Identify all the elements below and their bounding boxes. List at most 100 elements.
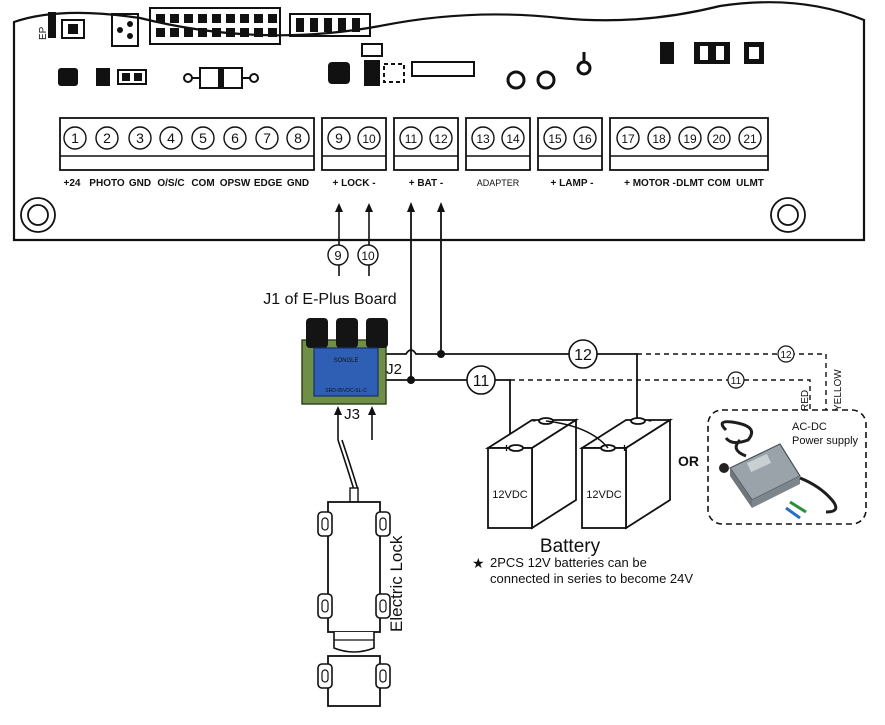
terminal-number: 3 bbox=[136, 130, 144, 146]
battery1-plus-sign: + bbox=[503, 441, 510, 455]
terminal-21: 21 bbox=[738, 126, 762, 150]
battery-title: Battery bbox=[540, 536, 601, 557]
terminal-19: 19 bbox=[678, 126, 702, 150]
svg-text:11: 11 bbox=[731, 376, 742, 387]
j3-label: J3 bbox=[344, 406, 360, 423]
terminal-12: 12 bbox=[429, 126, 453, 150]
label-com-2: COM bbox=[707, 178, 730, 189]
terminal-number: 2 bbox=[103, 130, 111, 146]
label-photo: PHOTO bbox=[89, 178, 125, 189]
junction-11 bbox=[407, 376, 415, 384]
terminal-number: 5 bbox=[199, 130, 207, 146]
terminal-number: 19 bbox=[683, 132, 697, 146]
terminal-number: 11 bbox=[405, 132, 418, 146]
terminal-5: 5 bbox=[191, 126, 215, 150]
power-supply-adapter bbox=[719, 420, 838, 520]
wire-tag-11-dashed: 11 bbox=[727, 371, 745, 389]
terminal-3: 3 bbox=[128, 126, 152, 150]
battery-pack bbox=[484, 417, 674, 530]
terminal-number: 12 bbox=[434, 132, 448, 146]
label-dlmt: DLMT bbox=[676, 178, 704, 189]
terminal-17: 17 bbox=[616, 126, 640, 150]
terminal-15: 15 bbox=[543, 126, 567, 150]
svg-text:10: 10 bbox=[361, 249, 375, 263]
label-opsw: OPSW bbox=[220, 178, 251, 189]
battery-note-line-2: connected in series to become 24V bbox=[490, 571, 693, 586]
terminal-4: 4 bbox=[159, 126, 183, 150]
junction-12 bbox=[437, 350, 445, 358]
label-motor: + MOTOR - bbox=[624, 178, 676, 189]
terminal-number: 9 bbox=[335, 130, 343, 146]
battery2-voltage: 12VDC bbox=[586, 489, 622, 501]
terminal-18: 18 bbox=[647, 126, 671, 150]
j3-lock-leads bbox=[334, 406, 376, 491]
label-osc: O/S/C bbox=[157, 178, 184, 189]
electric-lock bbox=[317, 487, 391, 707]
wire-tag-12-dashed: 12 bbox=[777, 345, 795, 363]
terminal-9: 9 bbox=[327, 126, 351, 150]
j2-label: J2 bbox=[386, 361, 402, 378]
dashed-supply-wires bbox=[510, 353, 827, 412]
svg-text:11: 11 bbox=[473, 373, 490, 390]
mounting-hole-left bbox=[20, 197, 56, 233]
label-lock: + LOCK - bbox=[332, 178, 375, 189]
svg-text:12: 12 bbox=[780, 350, 792, 361]
label-edge: EDGE bbox=[254, 178, 283, 189]
terminal-6: 6 bbox=[223, 126, 247, 150]
board-components bbox=[48, 7, 764, 90]
relay-brand: SONGLE bbox=[333, 358, 358, 364]
terminal-10: 10 bbox=[357, 126, 381, 150]
label-plus24: +24 bbox=[64, 178, 81, 189]
terminal-number: 4 bbox=[167, 130, 175, 146]
terminal-number: 1 bbox=[71, 130, 79, 146]
label-ulmt: ULMT bbox=[736, 178, 764, 189]
label-bat: + BAT - bbox=[409, 178, 444, 189]
label-lamp: + LAMP - bbox=[551, 178, 594, 189]
or-label: OR bbox=[678, 453, 699, 469]
terminal-7: 7 bbox=[255, 126, 279, 150]
battery2-minus-sign: - bbox=[648, 413, 652, 427]
battery-note-line-1: 2PCS 12V batteries can be bbox=[490, 555, 647, 570]
label-gnd-2: GND bbox=[287, 178, 309, 189]
terminal-16: 16 bbox=[573, 126, 597, 150]
terminal-number: 7 bbox=[263, 130, 271, 146]
terminal-number: 21 bbox=[743, 132, 757, 146]
terminal-number: 14 bbox=[506, 132, 520, 146]
wire-tag-9: 9 bbox=[327, 244, 349, 266]
electric-lock-label: Electric Lock bbox=[387, 535, 406, 632]
terminal-number: 10 bbox=[362, 132, 376, 146]
label-com-1: COM bbox=[191, 178, 214, 189]
yellow-wire-label: YELLOW bbox=[833, 369, 844, 411]
terminal-number: 17 bbox=[621, 132, 635, 146]
note-star-icon: ★ bbox=[472, 555, 485, 571]
terminal-20: 20 bbox=[707, 126, 731, 150]
terminal-number: 6 bbox=[231, 130, 239, 146]
terminal-14: 14 bbox=[501, 126, 525, 150]
label-adapter: ADAPTER bbox=[477, 178, 520, 188]
label-gnd-1: GND bbox=[129, 178, 151, 189]
red-wire-label: RED bbox=[800, 390, 811, 411]
terminal-number: 13 bbox=[476, 132, 490, 146]
terminal-1: 1 bbox=[63, 126, 87, 150]
relay-component bbox=[313, 347, 379, 397]
terminal-number: 15 bbox=[548, 132, 562, 146]
terminal-number: 18 bbox=[652, 132, 666, 146]
relay-title: J1 of E-Plus Board bbox=[263, 291, 396, 308]
battery1-voltage: 12VDC bbox=[492, 489, 528, 501]
power-supply-label-2: Power supply bbox=[792, 435, 859, 447]
terminal-13: 13 bbox=[471, 126, 495, 150]
wire-tag-12: 12 bbox=[568, 339, 598, 369]
terminal-number: 8 bbox=[294, 130, 302, 146]
relay-board: SONGLE SRD-05VDC-SL-C bbox=[301, 318, 388, 405]
wire-tag-11: 11 bbox=[466, 365, 496, 395]
terminal-number: 16 bbox=[578, 132, 592, 146]
svg-text:12: 12 bbox=[574, 347, 592, 364]
wire-tag-10: 10 bbox=[357, 244, 379, 266]
battery1-minus-sign: - bbox=[532, 413, 536, 427]
svg-text:9: 9 bbox=[334, 248, 341, 263]
mounting-hole-right bbox=[770, 197, 806, 233]
